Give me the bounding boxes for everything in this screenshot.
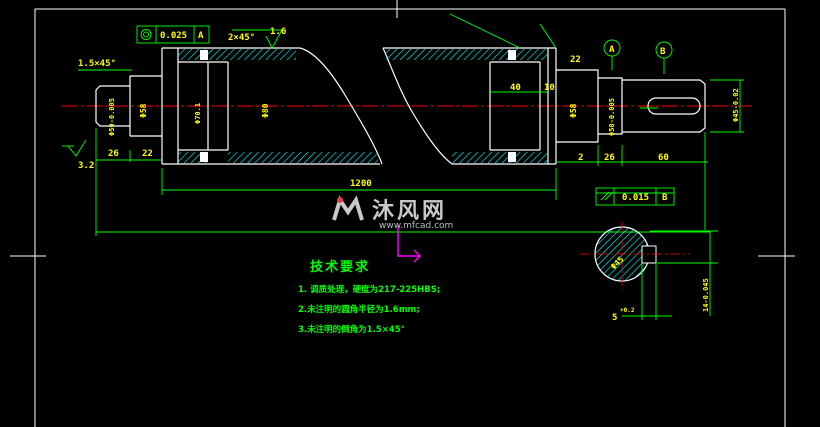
datum-a-label: A xyxy=(609,45,615,55)
shaft-outline xyxy=(95,47,706,165)
dia-left-end: Φ50-0.005 xyxy=(108,98,116,136)
len-26-left: 26 xyxy=(108,149,119,159)
keyed-cross-section[interactable] xyxy=(580,222,718,320)
dim-roughness-b: 3.2 xyxy=(78,161,94,171)
dia-58-right: Φ58 xyxy=(569,103,578,118)
len-2: 2 xyxy=(578,153,583,163)
tech-title: 技术要求 xyxy=(310,260,371,275)
parallel-frame[interactable] xyxy=(595,187,675,206)
section-key-tol: +0.2 xyxy=(620,307,635,314)
ucs-icon xyxy=(397,225,421,263)
tech-item: 3.未注明的倒角为1.5×45° xyxy=(298,325,405,335)
parallel-datum: B xyxy=(662,193,668,203)
undercut-marks xyxy=(200,50,516,162)
dim-chamfer-left: 1.5×45° xyxy=(78,59,116,69)
dia-inner: Φ70.1 xyxy=(194,103,202,124)
datum-b-marker[interactable] xyxy=(655,41,673,74)
len-26-right: 26 xyxy=(604,153,615,163)
runout-datum: A xyxy=(198,31,204,41)
section-depth: 14-0.045 xyxy=(702,278,710,312)
len-22-right: 22 xyxy=(570,55,581,65)
dia-58-left: Φ58 xyxy=(139,103,148,118)
tech-item: 1. 调质处理，硬度为217-225HBS; xyxy=(298,285,441,295)
datum-a-marker[interactable] xyxy=(603,39,621,70)
watermark-url: www.mfcad.com xyxy=(379,221,454,231)
dia-main: Φ80 xyxy=(261,103,270,118)
len-40: 40 xyxy=(510,83,521,93)
len-22-left: 22 xyxy=(142,149,153,159)
roughness-symbol-left xyxy=(62,139,87,157)
watermark-text: 沐风网 xyxy=(372,199,448,224)
section-hatching xyxy=(178,49,548,163)
runout-frame[interactable] xyxy=(136,25,210,44)
dia-right-bearing: Φ50-0.005 xyxy=(608,98,616,136)
parallel-value: 0.015 xyxy=(622,193,649,203)
len-1200: 1200 xyxy=(350,179,372,189)
runout-value: 0.025 xyxy=(160,31,187,41)
dia-keyed: Φ45-0.02 xyxy=(732,88,740,122)
datum-b-label: B xyxy=(660,47,666,57)
mfcad-logo-icon xyxy=(332,195,364,221)
dim-chamfer-mid: 2×45° xyxy=(228,33,255,43)
technical-requirements: 技术要求 1. 调质处理，硬度为217-225HBS; 2.未注明的圆角半径为1… xyxy=(298,256,440,343)
len-60: 60 xyxy=(658,153,669,163)
tech-item: 2.未注明的圆角半径为1.6mm; xyxy=(298,305,420,315)
roughness-symbol-top xyxy=(265,29,283,49)
drawing-frame xyxy=(10,0,795,427)
watermark: 沐风网 xyxy=(330,193,447,225)
dim-roughness-a: 1.6 xyxy=(270,27,286,37)
len-10: 10 xyxy=(544,83,555,93)
section-key: 5 xyxy=(612,313,617,323)
